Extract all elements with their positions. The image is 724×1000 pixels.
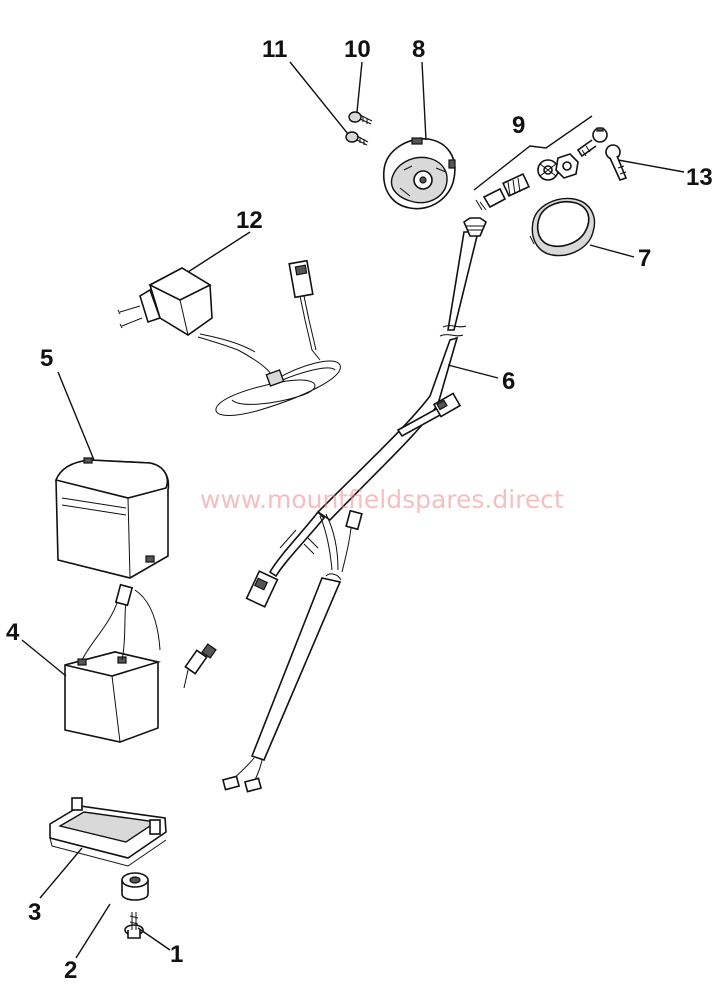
callout-9: 9 bbox=[512, 112, 525, 139]
part-4-battery bbox=[64, 583, 217, 743]
part-7-cover-cap bbox=[529, 197, 596, 257]
part-11-screw bbox=[345, 131, 369, 146]
part-13-keys bbox=[576, 127, 628, 181]
leader-lines bbox=[21, 61, 685, 959]
part-12-charger bbox=[117, 259, 341, 416]
callout-10: 10 bbox=[344, 36, 371, 63]
part-2-spacer bbox=[121, 872, 149, 901]
callout-2: 2 bbox=[64, 957, 77, 984]
callout-12: 12 bbox=[236, 207, 263, 234]
part-6-wiring-harness bbox=[221, 217, 487, 793]
callout-4: 4 bbox=[6, 619, 20, 646]
callout-3: 3 bbox=[28, 899, 41, 926]
callout-13: 13 bbox=[686, 164, 713, 191]
callout-8: 8 bbox=[412, 36, 425, 63]
part-3-battery-tray bbox=[49, 797, 167, 867]
part-5-battery-cover bbox=[54, 457, 170, 579]
part-9-key-switch bbox=[475, 153, 579, 211]
watermark: www.mountfieldspares.direct bbox=[200, 485, 564, 514]
callout-labels: 1 2 3 4 5 6 7 8 9 10 11 12 13 bbox=[6, 36, 713, 984]
part-10-screw bbox=[348, 111, 373, 125]
callout-6: 6 bbox=[502, 368, 515, 395]
callout-1: 1 bbox=[170, 941, 183, 968]
callout-11: 11 bbox=[262, 36, 287, 63]
part-1-screw bbox=[124, 912, 144, 939]
callout-7: 7 bbox=[638, 245, 651, 272]
callout-5: 5 bbox=[40, 345, 53, 372]
part-8-switch-housing bbox=[383, 137, 456, 210]
